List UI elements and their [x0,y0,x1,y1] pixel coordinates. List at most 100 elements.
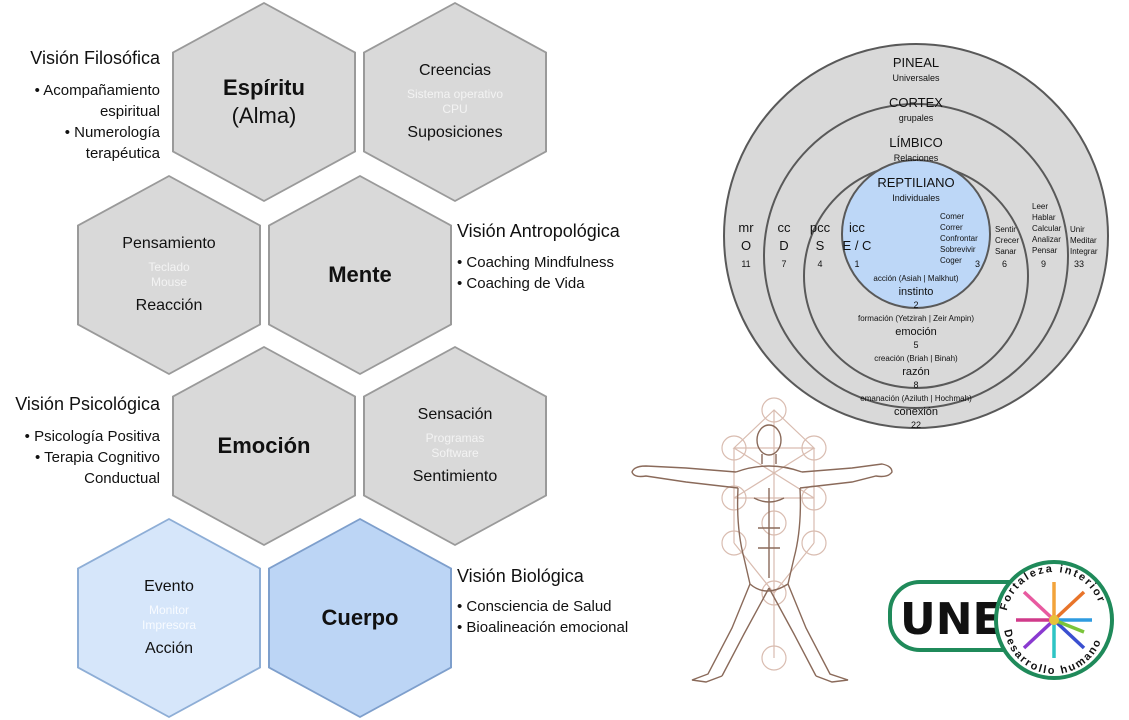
hex-pensamiento-bottom: Reacción [135,297,203,314]
instinto-word: instinto [899,286,934,298]
vision-biologica-item-2: • Bioalineación emocional [457,619,629,636]
hex-mente: Mente [268,175,452,375]
hex-evento: Evento Monitor Impresora Acción [77,518,261,718]
inner-verb-5: Coger [940,256,962,265]
hex-sensacion-top: Sensación [417,406,493,423]
hex-evento-bottom: Acción [144,640,194,657]
vision-filosofica-item-2: espiritual [99,103,160,120]
reptiliano-sub: Individuales [892,193,940,203]
hex-sensacion: Sensación Programas Software Sentimiento [363,346,547,546]
pineal-verb-3: Integrar [1070,247,1098,256]
hex-evento-top: Evento [144,578,194,595]
inner-verb-2: Correr [940,223,963,232]
vision-antropologica-item-2: • Coaching de Vida [457,275,585,292]
limbico-sub: Relaciones [894,153,939,163]
hex-pensamiento-faint: Teclado Mouse [148,260,189,290]
logo-arrows [1016,582,1092,658]
hex-pensamiento-faint-2: Mouse [150,275,188,289]
cortex-verb-3: Calcular [1032,224,1062,233]
vision-filosofica-title: Visión Filosófica [30,48,160,68]
accion-label: acción (Asiah | Malkhut) [873,274,959,283]
hex-creencias-faint: Sistema operativo CPU [407,87,503,117]
hex-espiritu-subtitle: (Alma) [231,103,297,128]
hex-espiritu: Espíritu (Alma) [172,2,356,202]
hex-creencias-top: Creencias [418,62,492,79]
vision-antropologica-list: • Coaching Mindfulness • Coaching de Vid… [457,252,614,294]
inner-verb-4: Sobrevivir [940,245,976,254]
conexion-num: 22 [911,420,921,430]
hex-evento-faint-1: Monitor [148,603,189,617]
pineal-verb-1: Unir [1070,225,1085,234]
hex-creencias-bottom: Suposiciones [407,124,503,141]
hex-pensamiento-top: Pensamiento [122,235,216,252]
vision-antropologica-title: Visión Antropológica [457,221,620,241]
hex-sensacion-faint-1: Programas [425,431,485,445]
hex-espiritu-title: Espíritu [223,75,305,100]
col-mr-a: mr [738,220,754,235]
vision-psicologica-item-1: • Psicología Positiva [24,428,160,445]
limbic-num: 6 [1002,259,1007,269]
cortex-verb-4: Analizar [1032,235,1061,244]
tree-of-life-overlay [721,397,827,671]
limbico-title: LÍMBICO [889,135,942,150]
vision-biologica-title: Visión Biológica [457,566,584,586]
cortex-title: CORTEX [889,95,943,110]
col-pcc-a: pcc [810,220,831,235]
une-logo: UNE Fortaleza interior Desarrollo humano [888,560,1114,680]
vision-filosofica-item-4: terapéutica [85,145,160,162]
col-cc-a: cc [778,220,792,235]
col-mr-b: O [741,238,751,253]
limbic-verb-2: Crecer [995,236,1019,245]
hex-sensacion-bottom: Sentimiento [412,468,498,485]
cortex-verb-2: Hablar [1032,213,1056,222]
logo-text: UNE [900,594,1003,645]
hex-cuerpo-title: Cuerpo [321,605,399,630]
cortex-verb-1: Leer [1032,202,1048,211]
cortex-num: 9 [1041,259,1046,269]
reptiliano-title: REPTILIANO [877,175,954,190]
hex-cuerpo: Cuerpo [268,518,452,718]
pineal-verb-2: Meditar [1070,236,1097,245]
hex-evento-faint: Monitor Impresora [142,603,196,633]
col-cc-b: D [779,238,788,253]
pineal-sub: Universales [892,73,940,83]
hex-emocion: Emoción [172,346,356,546]
hex-creencias-faint-2: CPU [442,102,468,116]
hex-pensamiento-faint-1: Teclado [148,260,190,274]
vision-filosofica-item-1: • Acompañamiento [34,82,160,99]
brain-diagram: PINEAL Universales CORTEX grupales LÍMBI… [723,43,1109,430]
formacion-label: formación (Yetzirah | Zeir Ampin) [858,314,974,323]
vision-psicologica-title: Visión Psicológica [15,394,160,414]
ring-reptiliano [841,159,991,309]
vision-biologica-list: • Consciencia de Salud • Bioalineación e… [457,596,628,638]
hex-sensacion-faint: Programas Software [426,431,485,461]
emocion-word: emoción [895,326,937,338]
emanacion-label: emanación (Aziluth | Hochmah) [860,394,972,403]
vision-psicologica-item-3: Conductual [84,470,160,487]
col-mr-c: 11 [741,259,750,269]
cortex-verb-5: Pensar [1032,246,1058,255]
razon-word: razón [902,366,930,378]
col-icc-c: 1 [854,259,859,269]
logo-center-dot [1049,615,1059,625]
razon-num: 8 [913,380,918,390]
vision-psicologica-list: • Psicología Positiva • Terapia Cognitiv… [0,426,160,489]
limbic-verb-1: Sentir [995,225,1016,234]
human-figure [631,424,893,683]
conexion-word: conexión [894,406,938,418]
col-pcc-c: 4 [817,259,822,269]
emocion-num: 5 [913,340,918,350]
hex-sensacion-faint-2: Software [431,446,479,460]
pineal-num: 33 [1074,259,1084,269]
col-icc-b: E / C [843,238,872,253]
hex-emocion-title: Emoción [217,433,311,458]
creacion-label: creación (Briah | Binah) [874,354,958,363]
hex-creencias-faint-1: Sistema operativo [406,87,504,101]
vision-filosofica-list: • Acompañamiento espiritual • Numerologí… [0,80,160,164]
instinto-num: 2 [913,300,918,310]
vitruvian-figure [631,397,893,683]
vision-antropologica-item-1: • Coaching Mindfulness [457,254,615,271]
vision-filosofica-item-3: • Numerología [64,124,160,141]
cortex-sub: grupales [899,113,934,123]
hex-mente-title: Mente [328,262,392,287]
